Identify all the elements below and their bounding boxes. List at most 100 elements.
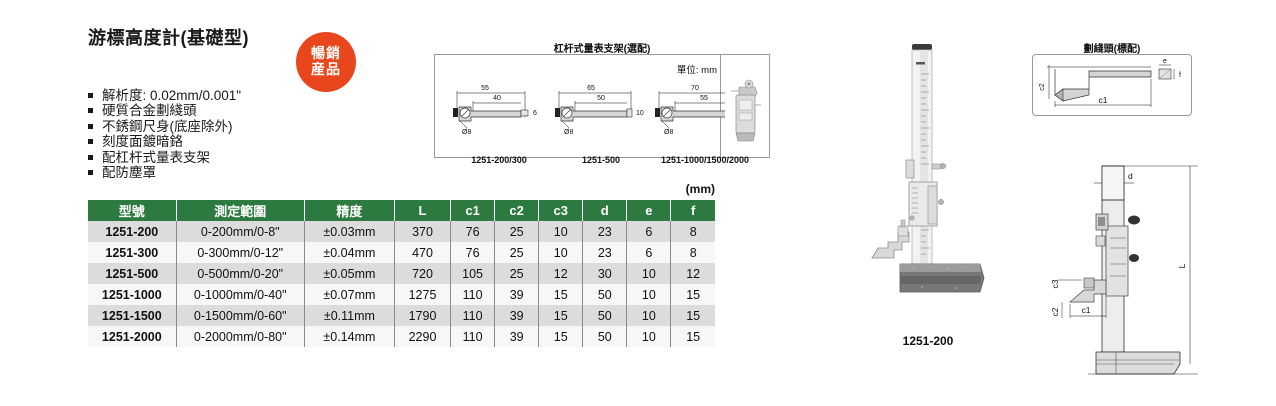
cell-model: 1251-1500: [88, 305, 177, 326]
column-header-L: L: [394, 200, 452, 221]
feature-text: 不銹鋼尺身(底座除外): [102, 118, 233, 134]
cell-c2: 39: [494, 326, 540, 347]
bullet-icon: [88, 93, 93, 98]
table-row: 1251-1000 0-1000mm/0-40" ±0.07mm 1275 11…: [88, 284, 715, 305]
cell-model: 1251-200: [88, 221, 177, 242]
cell-L: 2290: [394, 326, 452, 347]
cell-c2: 25: [494, 242, 540, 263]
cell-L: 1790: [394, 305, 452, 326]
best-seller-badge: 暢銷 産品: [296, 32, 356, 92]
cell-c1: 76: [450, 242, 496, 263]
cell-c1: 76: [450, 221, 496, 242]
scriber-diagram-panel: c2 c1 e f: [1032, 54, 1192, 116]
feature-list: 解析度: 0.02mm/0.001" 硬質合金劃綫頭 不銹鋼尺身(底座除外) 刻…: [88, 88, 241, 180]
cell-f: 8: [670, 242, 715, 263]
column-header-e: e: [626, 200, 672, 221]
column-header-model: 型號: [88, 200, 177, 221]
cell-model: 1251-2000: [88, 326, 177, 347]
dim-thick-1: 6: [533, 110, 537, 117]
cell-range: 0-1500mm/0-60": [176, 305, 305, 326]
bullet-icon: [88, 123, 93, 129]
cell-range: 0-1000mm/0-40": [176, 284, 305, 305]
cell-f: 12: [670, 263, 715, 284]
cell-accuracy: ±0.03mm: [304, 221, 395, 242]
badge-line-2: 産品: [311, 61, 341, 77]
cell-accuracy: ±0.04mm: [304, 242, 395, 263]
cell-f: 15: [670, 326, 715, 347]
feature-text: 刻度面鍍暗鉻: [102, 134, 183, 150]
dim-c1: c1: [1099, 95, 1108, 105]
bracket-drawing-1: 55 40 6 Ø8 1251-200/300: [451, 77, 547, 165]
cell-c1: 110: [450, 326, 496, 347]
feature-text: 配防塵罩: [102, 165, 156, 181]
cell-L: 370: [394, 221, 452, 242]
list-item: 配防塵罩: [88, 165, 241, 180]
feature-text: 配杠杆式量表支架: [102, 149, 210, 165]
column-header-range: 測定範圍: [176, 200, 305, 221]
cell-c1: 110: [450, 284, 496, 305]
cell-c2: 25: [494, 263, 540, 284]
cell-range: 0-500mm/0-20": [176, 263, 305, 284]
cell-f: 8: [670, 221, 715, 242]
dim-c3: c3: [1050, 279, 1060, 288]
table-unit-label: (mm): [685, 182, 715, 196]
dim-f: f: [1179, 72, 1181, 79]
cell-L: 1275: [394, 284, 452, 305]
cell-c3: 10: [538, 242, 584, 263]
cell-c3: 12: [538, 263, 584, 284]
assembly-drawing: d c3 c2 c1: [1048, 152, 1254, 398]
cell-c2: 39: [494, 284, 540, 305]
cell-c2: 39: [494, 305, 540, 326]
cell-c1: 110: [450, 305, 496, 326]
cell-c1: 105: [450, 263, 496, 284]
dim-bore-2: Ø8: [564, 129, 573, 136]
cell-d: 50: [582, 284, 628, 305]
cell-accuracy: ±0.07mm: [304, 284, 395, 305]
cell-e: 10: [626, 305, 672, 326]
dim-bore-3: Ø8: [664, 129, 673, 136]
cell-L: 470: [394, 242, 452, 263]
bullet-icon: [88, 108, 93, 114]
cell-c3: 10: [538, 221, 584, 242]
scriber-drawing: c2 c1 e f: [1039, 58, 1181, 107]
cell-f: 15: [670, 284, 715, 305]
bullet-icon: [88, 154, 93, 160]
cell-d: 30: [582, 263, 628, 284]
table-header-row: 型號 測定範圍 精度 L c1 c2 c3 d e f: [88, 200, 715, 221]
dim-L: L: [1177, 263, 1187, 268]
table-row: 1251-500 0-500mm/0-20" ±0.05mm 720 105 2…: [88, 263, 715, 284]
product-info-column: 游標高度計(基礎型) 解析度: 0.02mm/0.001" 硬質合金劃綫頭 不銹…: [88, 24, 718, 347]
cell-accuracy: ±0.14mm: [304, 326, 395, 347]
dim-inner-3: 55: [700, 95, 708, 102]
cell-accuracy: ±0.05mm: [304, 263, 395, 284]
list-item: 配杠杆式量表支架: [88, 150, 241, 165]
bracket-accessory-photo: [725, 71, 765, 145]
bracket-model-2: 1251-500: [581, 155, 621, 165]
product-caption: 1251-200: [902, 334, 954, 348]
cell-c3: 15: [538, 284, 584, 305]
column-header-c1: c1: [450, 200, 496, 221]
feature-text: 硬質合金劃綫頭: [102, 103, 197, 119]
column-header-c3: c3: [538, 200, 584, 221]
cell-e: 10: [626, 263, 672, 284]
column-header-c2: c2: [494, 200, 540, 221]
list-item: 解析度: 0.02mm/0.001": [88, 88, 241, 103]
bracket-model-1: 1251-200/300: [471, 155, 527, 165]
column-header-accuracy: 精度: [304, 200, 395, 221]
cell-model: 1251-1000: [88, 284, 177, 305]
cell-d: 50: [582, 326, 628, 347]
specification-table: 型號 測定範圍 精度 L c1 c2 c3 d e f 1251-200 0-2…: [88, 200, 715, 347]
bracket-model-3: 1251-1000/1500/2000: [660, 155, 750, 165]
cell-model: 1251-500: [88, 263, 177, 284]
badge-line-1: 暢銷: [311, 45, 341, 62]
cell-d: 23: [582, 221, 628, 242]
table-row: 1251-2000 0-2000mm/0-80" ±0.14mm 2290 11…: [88, 326, 715, 347]
cell-range: 0-2000mm/0-80": [176, 326, 305, 347]
cell-c2: 25: [494, 221, 540, 242]
cell-e: 10: [626, 326, 672, 347]
cell-d: 50: [582, 305, 628, 326]
bullet-icon: [88, 139, 93, 145]
list-item: 刻度面鍍暗鉻: [88, 134, 241, 149]
feature-text: 解析度: 0.02mm/0.001": [102, 88, 242, 103]
